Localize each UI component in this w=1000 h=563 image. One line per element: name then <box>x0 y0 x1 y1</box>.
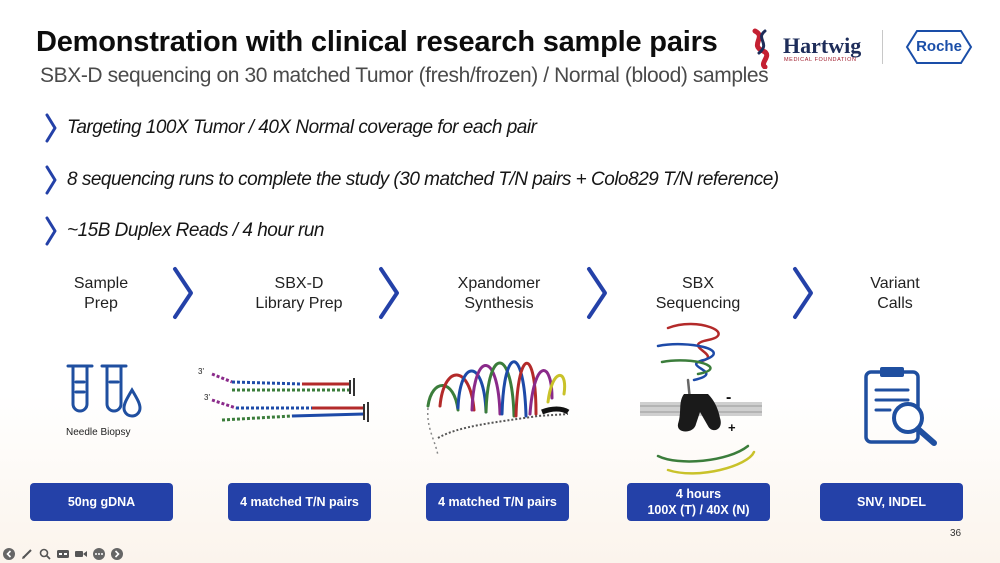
bullet-item: ~15B Duplex Reads / 4 hour run <box>44 215 324 247</box>
hartwig-logo: Hartwig MEDICAL FOUNDATION <box>745 27 885 70</box>
hartwig-name: Hartwig <box>783 33 862 58</box>
membrane-minus-sign: - <box>726 389 731 406</box>
bullet-item: Targeting 100X Tumor / 40X Normal covera… <box>44 112 537 144</box>
test-tubes-icon <box>66 364 142 418</box>
step-box-sample-prep: 50ng gDNA <box>30 483 173 521</box>
hartwig-emblem-icon <box>752 28 770 70</box>
membrane-plus-sign: + <box>728 420 736 435</box>
bullet-chevron-icon <box>45 216 57 246</box>
back-icon[interactable] <box>2 547 16 561</box>
zoom-icon[interactable] <box>38 547 52 561</box>
hartwig-subtitle: MEDICAL FOUNDATION <box>784 57 857 63</box>
presentation-toolbar <box>2 546 124 562</box>
page-number: 36 <box>950 528 962 539</box>
bullet-text: Targeting 100X Tumor / 40X Normal covera… <box>67 117 537 138</box>
needle-biopsy-caption: Needle Biopsy <box>66 427 131 438</box>
bullet-text: ~15B Duplex Reads / 4 hour run <box>67 220 324 241</box>
bullet-chevron-icon <box>45 165 57 195</box>
strand-end-label-a: 3' <box>198 367 204 376</box>
captions-icon[interactable] <box>56 547 70 561</box>
strand-end-label-b: 3' <box>204 393 210 402</box>
slide-subtitle: SBX-D sequencing on 30 matched Tumor (fr… <box>40 64 769 87</box>
step-box-library-prep: 4 matched T/N pairs <box>228 483 371 521</box>
step-arrow-icon <box>173 267 193 319</box>
step-arrow-icon <box>793 267 813 319</box>
slide-title: Demonstration with clinical research sam… <box>36 26 718 58</box>
sbx-membrane-illustration: - + <box>640 322 762 475</box>
roche-logo: Roche <box>905 29 973 65</box>
bullet-chevron-icon <box>45 113 57 143</box>
step-arrow-icon <box>587 267 607 319</box>
roche-hexagon-icon <box>905 30 973 64</box>
bullet-text: 8 sequencing runs to complete the study … <box>67 169 779 190</box>
library-prep-strands-illustration: 3' 3' <box>198 367 369 422</box>
pen-icon[interactable] <box>20 547 34 561</box>
more-icon[interactable] <box>92 547 106 561</box>
bullet-item: 8 sequencing runs to complete the study … <box>44 164 779 196</box>
clipboard-search-icon <box>864 367 937 446</box>
camera-icon[interactable] <box>74 547 88 561</box>
step-arrow-icon <box>379 267 399 319</box>
xpandomer-loops-illustration <box>426 360 570 457</box>
step-box-xpandomer-synthesis: 4 matched T/N pairs <box>426 483 569 521</box>
forward-icon[interactable] <box>110 547 124 561</box>
step-box-variant-calls: SNV, INDEL <box>820 483 963 521</box>
logo-divider <box>882 30 883 64</box>
roche-name: Roche <box>916 38 962 55</box>
